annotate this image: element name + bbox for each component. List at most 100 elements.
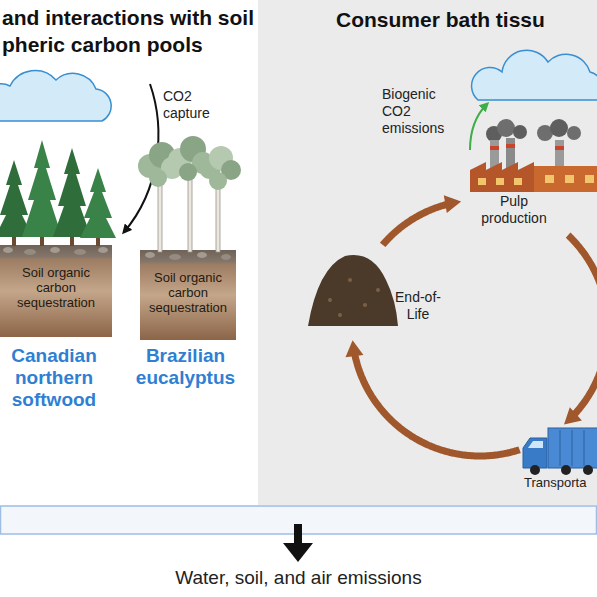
soil-text: Soil organic carbon sequestration bbox=[143, 270, 233, 315]
tree-trunk bbox=[96, 237, 100, 246]
forest-name: Brazilian eucalyptus bbox=[128, 345, 243, 389]
tree-trunk bbox=[12, 236, 16, 246]
panel-band: Consumer bath tissuPulp productionEnd-of… bbox=[258, 0, 597, 505]
factory-window bbox=[514, 178, 522, 185]
stone bbox=[197, 252, 207, 258]
smoke bbox=[567, 126, 581, 140]
conifer-tree bbox=[22, 140, 62, 237]
factory-window bbox=[565, 175, 574, 183]
stage-label: End-of-Life bbox=[391, 289, 445, 323]
stage-label: Pulp production bbox=[474, 193, 554, 227]
stone bbox=[221, 254, 231, 260]
eucalyptus-canopy bbox=[138, 154, 162, 178]
smoke bbox=[497, 119, 515, 137]
chimney bbox=[555, 140, 564, 172]
stone bbox=[169, 254, 181, 260]
truck-container bbox=[548, 428, 597, 468]
eucalyptus-canopy bbox=[168, 148, 192, 172]
process-stage: End-of-Life bbox=[305, 245, 445, 340]
arrowhead bbox=[564, 407, 582, 424]
output-label: Water, soil, and air emissions bbox=[0, 566, 597, 589]
factory-window bbox=[478, 178, 486, 185]
stone bbox=[98, 247, 108, 253]
eucalyptus-canopy bbox=[179, 163, 197, 181]
smoke bbox=[537, 125, 553, 141]
factory-window bbox=[496, 178, 504, 185]
eucalyptus-canopy bbox=[192, 152, 214, 174]
arrowhead bbox=[444, 195, 461, 213]
compost-speck bbox=[376, 288, 380, 292]
down-arrow-shaft bbox=[294, 524, 302, 546]
down-arrow-head bbox=[283, 543, 313, 562]
compost-pile bbox=[308, 255, 398, 326]
truck-wheel bbox=[530, 465, 540, 475]
tree-trunk bbox=[70, 236, 74, 246]
soil-layer: Soil organic carbon sequestration bbox=[140, 250, 236, 340]
bottom-band bbox=[1, 506, 597, 534]
eucalyptus-canopy bbox=[199, 157, 221, 179]
soil-text: Soil organic carbon sequestration bbox=[4, 265, 108, 310]
container-rib bbox=[560, 430, 561, 466]
container-rib bbox=[584, 430, 585, 466]
truck-cab bbox=[523, 438, 547, 468]
eucalyptus-canopy bbox=[209, 172, 227, 190]
truck-window bbox=[528, 441, 543, 448]
tree-trunk bbox=[188, 165, 192, 252]
conifer-tree bbox=[0, 160, 33, 237]
chimney-stripe bbox=[555, 146, 564, 150]
panel-title: and interactions with soil pheric carbon… bbox=[2, 4, 267, 58]
stone bbox=[3, 247, 13, 253]
truck-wheel bbox=[583, 465, 593, 475]
cycle-arrow bbox=[383, 204, 449, 245]
chimney bbox=[490, 140, 499, 172]
eucalyptus-canopy bbox=[221, 160, 241, 180]
compost-speck bbox=[348, 278, 352, 282]
process-stage: Transporta bbox=[520, 425, 597, 495]
chimney-stripe bbox=[506, 144, 515, 148]
conifer-tree bbox=[53, 148, 91, 237]
container-rib bbox=[572, 430, 573, 466]
cloud bbox=[472, 50, 597, 100]
stone bbox=[74, 249, 86, 255]
stone bbox=[24, 249, 36, 255]
tree-trunk bbox=[216, 175, 220, 252]
eucalyptus-canopy bbox=[149, 169, 167, 187]
tree-trunk bbox=[40, 236, 44, 246]
eucalyptus-canopy bbox=[161, 157, 183, 179]
arrow-label: CO2 capture bbox=[163, 88, 223, 122]
truck-wheel bbox=[561, 465, 571, 475]
eucalyptus-canopy bbox=[149, 142, 175, 168]
compost-speck bbox=[328, 298, 332, 302]
eucalyptus-canopy bbox=[180, 136, 206, 162]
compost-speck bbox=[363, 303, 367, 307]
factory-building bbox=[470, 162, 534, 192]
stage-label: Transporta bbox=[524, 475, 596, 490]
factory-window bbox=[545, 175, 554, 183]
process-stage: Pulp production bbox=[462, 125, 597, 235]
emission-arrow bbox=[470, 104, 487, 150]
factory-window bbox=[585, 175, 594, 183]
arrowhead bbox=[346, 340, 364, 357]
compost-speck bbox=[338, 313, 342, 317]
soil-layer: Soil organic carbon sequestration bbox=[0, 245, 112, 337]
eucalyptus-canopy bbox=[209, 146, 233, 170]
smoke bbox=[550, 119, 568, 137]
cloud bbox=[0, 71, 111, 121]
capture-arrow bbox=[124, 84, 158, 232]
factory-building bbox=[534, 166, 597, 192]
chimney-stripe bbox=[490, 146, 499, 150]
stone bbox=[50, 247, 60, 253]
smoke bbox=[513, 125, 527, 139]
conifer-tree bbox=[80, 168, 116, 238]
cycle-arrow bbox=[568, 235, 597, 416]
tree-trunk bbox=[158, 170, 162, 252]
cycle-arrow bbox=[354, 352, 519, 456]
smoke bbox=[486, 126, 502, 142]
arrow-label: Biogenic CO2 emissions bbox=[382, 86, 457, 137]
panel-band: and interactions with soil pheric carbon… bbox=[0, 0, 258, 505]
stone bbox=[145, 252, 155, 258]
panel-title: Consumer bath tissu bbox=[336, 6, 591, 33]
forest-name: Canadian northern softwood bbox=[0, 345, 108, 411]
chimney bbox=[506, 138, 515, 172]
